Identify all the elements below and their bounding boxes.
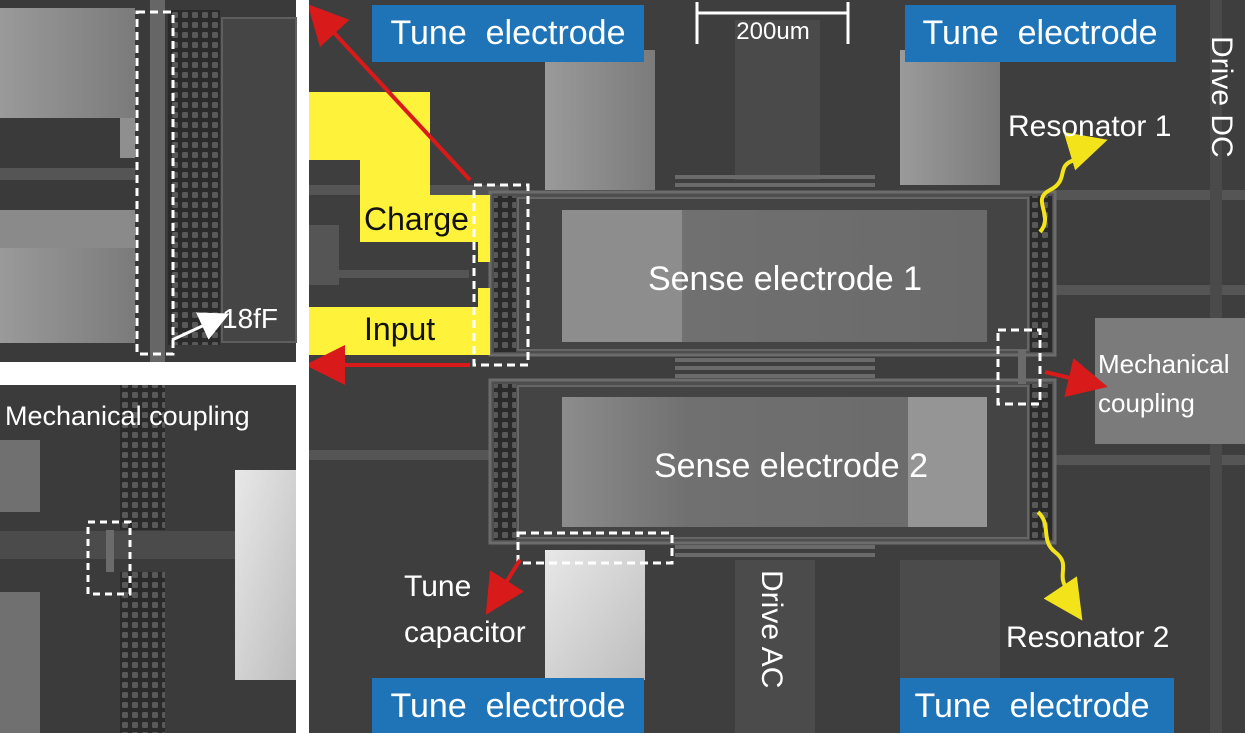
inset-bright-pad	[235, 470, 296, 680]
right-side-pad	[1095, 318, 1245, 444]
resonator-2-right-mesh	[1030, 384, 1052, 540]
tune-capacitor-label-line2: capacitor	[404, 616, 526, 649]
mech-coupling-highlight	[996, 328, 1042, 406]
comb-drive-middle	[675, 358, 875, 378]
sense-electrode-2-label: Sense electrode 2	[654, 447, 928, 485]
mechanical-coupling-label-line2: coupling	[1098, 388, 1195, 418]
scale-bar-label: 200um	[736, 18, 809, 45]
resonator-wave-arrows	[1036, 132, 1108, 621]
charge-input-highlight	[472, 183, 530, 367]
highlight-boxes	[472, 183, 1042, 565]
resonator-2-left-mesh	[494, 384, 516, 540]
inset-mesh-upper	[120, 385, 165, 530]
inset-mechanical-coupling-label: Mechanical coupling	[5, 401, 250, 431]
drive-dc-label: Drive DC	[1205, 36, 1238, 158]
comb-drive-bottom	[675, 545, 875, 557]
top-left-electrode-stem	[545, 50, 655, 190]
resonator-2-label: Resonator 2	[1006, 621, 1169, 654]
resonator-1-right-mesh	[1030, 196, 1052, 352]
inset-capacitance-label: 18fF	[222, 303, 278, 334]
inset-mesh-lower	[120, 572, 165, 733]
input-pad	[309, 288, 490, 355]
inset-mesh-column	[168, 10, 220, 345]
tune-electrode-box-bottom-left	[372, 678, 644, 733]
top-right-electrode-stem	[900, 50, 1000, 185]
mechanical-coupling-label-line1: Mechanical	[1098, 349, 1230, 379]
tune-capacitor-label-line1: Tune	[404, 570, 471, 603]
inset-bottom-left: Mechanical coupling	[0, 385, 296, 733]
main-sem-panel	[309, 0, 1245, 733]
sense-electrode-1-label: Sense electrode 1	[648, 260, 922, 298]
charge-pad	[309, 92, 490, 262]
tune-electrode-label-top-left: Tune electrode	[391, 14, 626, 52]
tune-electrode-label-bottom-left: Tune electrode	[391, 687, 626, 725]
inset-top-highlight	[135, 10, 175, 356]
input-label: Input	[364, 311, 435, 347]
tune-capacitor-highlight	[516, 531, 674, 565]
resonator-1-label: Resonator 1	[1008, 110, 1171, 143]
drive-ac-label: Drive AC	[755, 570, 788, 688]
bottom-left-electrode-stem	[545, 550, 645, 680]
tune-electrode-box-bottom-right	[900, 678, 1174, 733]
scale-bar	[695, 2, 850, 44]
charge-label: Charge	[364, 201, 469, 237]
tune-electrode-label-bottom-right: Tune electrode	[915, 687, 1150, 725]
resonator-1-left-mesh	[494, 196, 516, 352]
red-arrows	[305, 4, 1108, 615]
tune-electrode-box-top-left	[372, 5, 644, 62]
inset-coupling-highlight	[86, 520, 132, 596]
tune-electrode-label-top-right: Tune electrode	[923, 14, 1158, 52]
tune-electrode-box-top-right	[905, 5, 1176, 62]
